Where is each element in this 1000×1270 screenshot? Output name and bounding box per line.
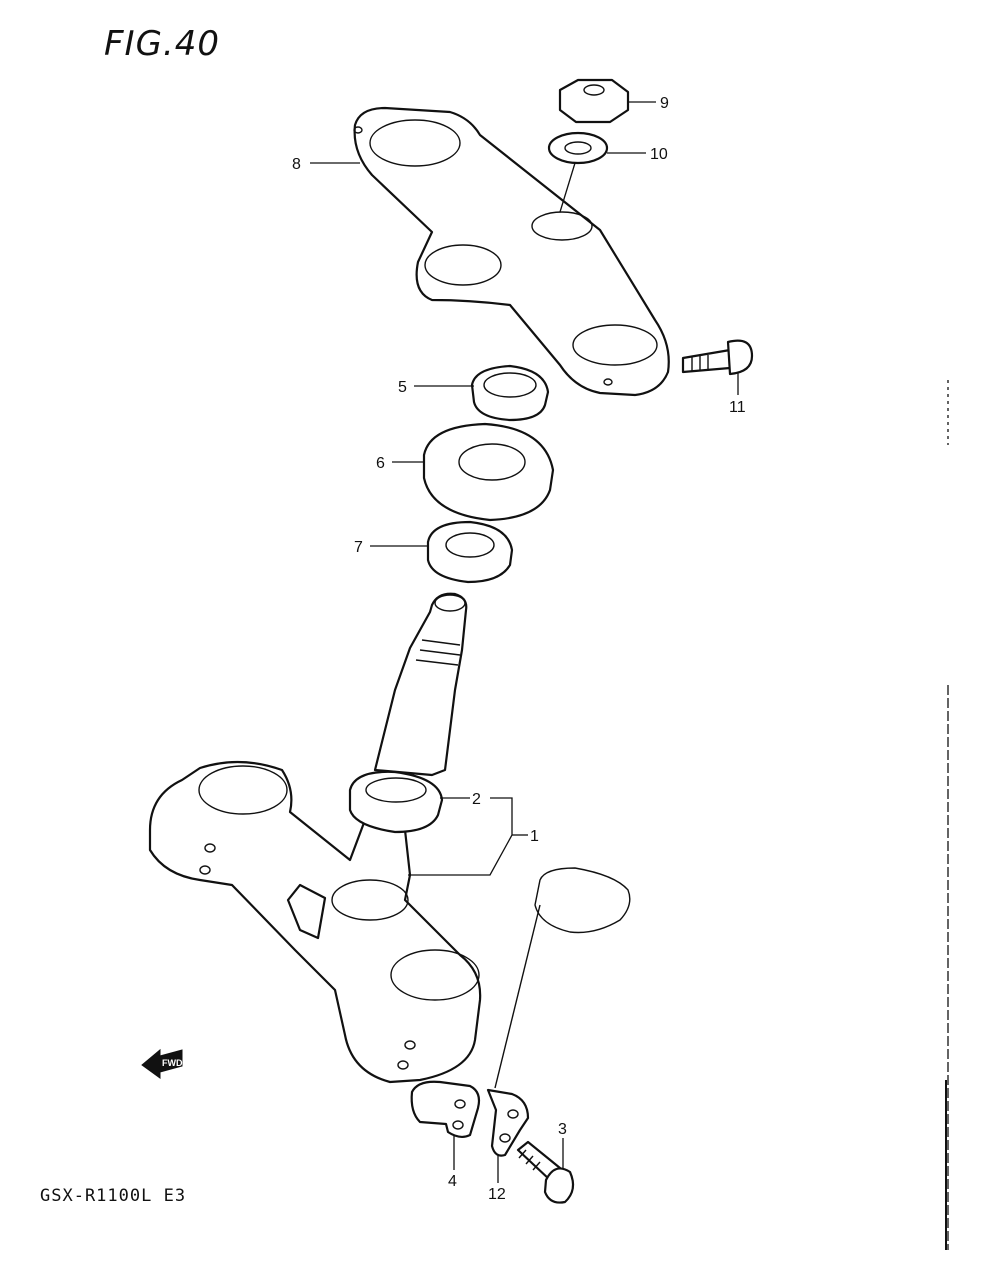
callout-2: 2 [472, 791, 481, 808]
scan-edge-marks [945, 380, 949, 1250]
leader-lines [310, 101, 739, 1183]
fwd-arrow-icon: FWD [141, 1048, 183, 1079]
upper-bracket-part-8 [353, 106, 670, 397]
clamp-plate-part-12 [486, 1088, 530, 1157]
callout-1: 1 [530, 828, 539, 845]
callout-8: 8 [292, 156, 301, 173]
nut-part-9 [558, 78, 630, 124]
stem-bearing-part-2 [348, 770, 444, 834]
callout-6: 6 [376, 455, 385, 472]
hose-guide-wire [494, 867, 631, 1089]
bearing-part-7 [426, 520, 514, 584]
model-label: GSX-R1100L E3 [40, 1186, 187, 1206]
washer-part-10 [547, 131, 609, 165]
callout-9: 9 [660, 95, 669, 112]
callout-7: 7 [354, 539, 363, 556]
figure-title: FIG.40 [104, 24, 221, 64]
callout-numbers: 9 10 8 11 5 6 7 2 1 3 4 12 [292, 95, 746, 1203]
callout-5: 5 [398, 379, 407, 396]
dust-seal-part-6 [422, 422, 555, 522]
callout-10: 10 [650, 146, 668, 163]
callout-12: 12 [488, 1186, 506, 1203]
lower-bracket-stem-part-1 [148, 592, 482, 1084]
stem-nut-part-5 [470, 364, 550, 422]
bolt-part-3 [516, 1140, 575, 1204]
callout-11: 11 [729, 399, 746, 416]
bolt-part-11 [681, 339, 754, 376]
collar-part-4 [410, 1080, 481, 1139]
callout-3: 3 [558, 1121, 567, 1138]
callout-4: 4 [448, 1173, 457, 1190]
fwd-label: FWD [162, 1058, 183, 1068]
